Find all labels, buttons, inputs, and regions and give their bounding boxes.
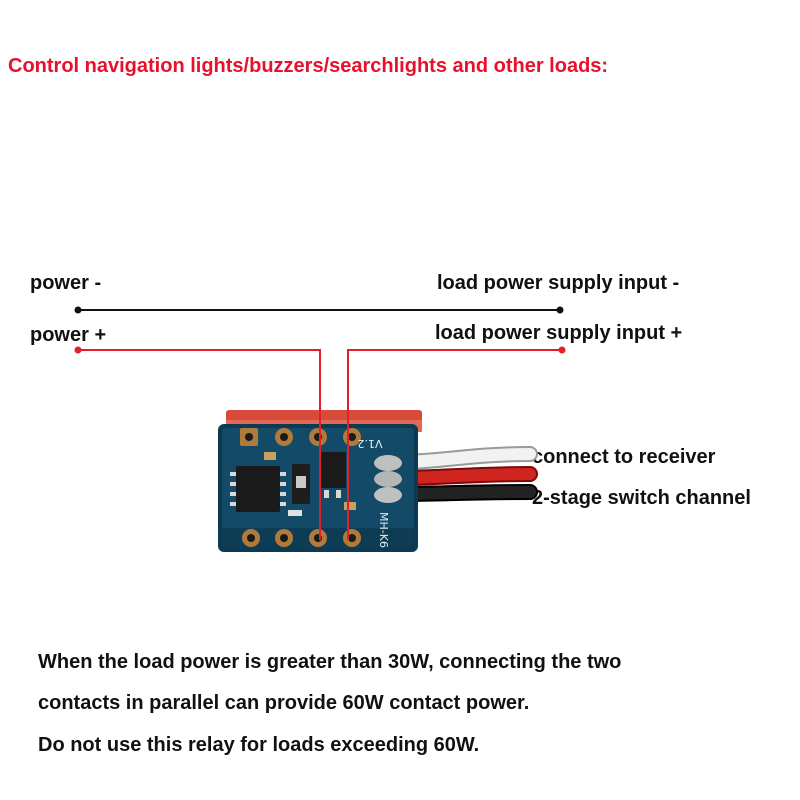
switch-channel-label: 2-stage switch channel	[532, 487, 751, 509]
load-supply-plus-label: load power supply input +	[435, 322, 683, 344]
note-line-1: When the load power is greater than 30W,…	[38, 651, 622, 673]
note-line-3: Do not use this relay for loads exceedin…	[38, 734, 480, 756]
smd-led	[288, 510, 302, 516]
ic-chip	[230, 466, 286, 512]
servo-pads	[374, 455, 402, 503]
relay-module: V1.2 MH-K6	[218, 410, 422, 552]
positive-terminal-left	[74, 346, 82, 354]
smd-resistor	[264, 452, 276, 460]
bottom-pads	[242, 529, 361, 547]
power-minus-label: power -	[30, 272, 102, 294]
positive-terminal-right	[558, 346, 566, 354]
positive-wiring	[74, 346, 566, 540]
negative-terminal-right	[556, 306, 564, 314]
load-supply-minus-label: load power supply input -	[437, 272, 680, 294]
power-plus-label: power +	[30, 324, 107, 346]
negative-terminal-left	[74, 306, 82, 314]
connect-receiver-label: connect to receiver	[532, 446, 716, 468]
mosfet	[320, 452, 346, 488]
note-line-2: contacts in parallel can provide 60W con…	[38, 692, 530, 714]
receiver-cable	[392, 446, 538, 502]
board-model-text: MH-K6	[377, 512, 390, 548]
negative-rail	[74, 306, 564, 314]
board-version-text: V1.2	[357, 437, 382, 450]
page-title: Control navigation lights/buzzers/search…	[8, 55, 609, 77]
